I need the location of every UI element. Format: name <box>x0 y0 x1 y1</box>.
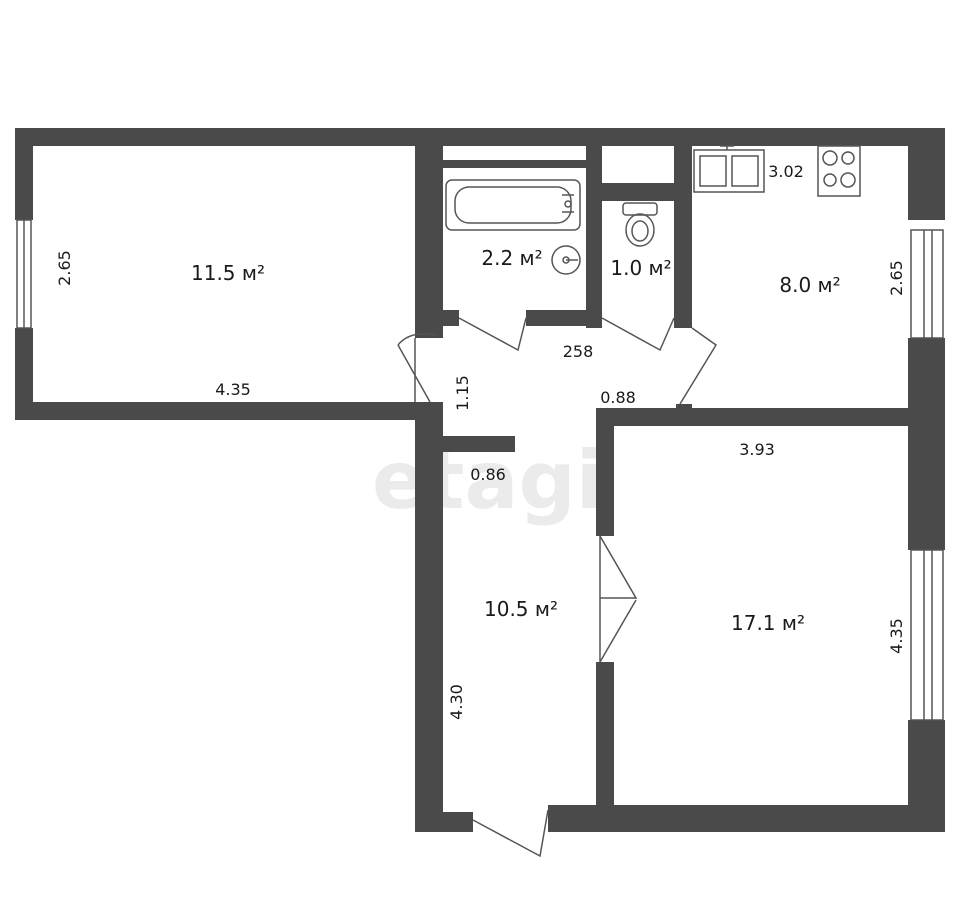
room-2-area: 17.1 м² <box>731 611 805 635</box>
hallway-height-dimension: 4.30 <box>447 684 466 720</box>
toilet-area: 1.0 м² <box>610 256 671 280</box>
room2-height-dimension: 4.35 <box>887 618 906 654</box>
bathtub-icon <box>445 179 581 231</box>
doors <box>397 317 718 858</box>
fixtures <box>445 145 861 275</box>
walls <box>15 128 945 832</box>
corridor-width-dimension: 258 <box>563 342 594 361</box>
corridor-depth-dimension: 1.15 <box>453 375 472 411</box>
kitchen-sink-icon <box>693 145 765 193</box>
sink-icon <box>551 245 581 275</box>
kitchen-height-dimension: 2.65 <box>887 260 906 296</box>
room-1-area: 11.5 м² <box>191 261 265 285</box>
room1-height-dimension: 2.65 <box>55 250 74 286</box>
hallway-area: 10.5 м² <box>484 597 558 621</box>
windows <box>16 219 944 721</box>
room1-width-dimension: 4.35 <box>215 380 251 399</box>
niche-width-dimension: 0.86 <box>470 465 506 484</box>
room2-width-dimension: 3.93 <box>739 440 775 459</box>
bathroom-area: 2.2 м² <box>481 246 542 270</box>
kitchen-area: 8.0 м² <box>779 273 840 297</box>
stove-icon <box>817 145 861 197</box>
corridor-step-dimension: 0.88 <box>600 388 636 407</box>
toilet-icon <box>622 202 658 247</box>
kitchen-width-dimension: 3.02 <box>768 162 804 181</box>
